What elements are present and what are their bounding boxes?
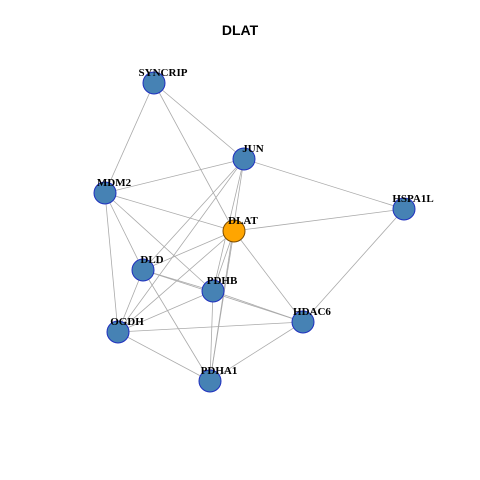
edge-syncrip-jun (153, 82, 245, 160)
node-label-ogdh: OGDH (110, 316, 144, 328)
node-circle-hdac6 (291, 310, 315, 334)
node-label-dld: DLD (140, 254, 163, 266)
node-label-hspa1l: HSPA1L (392, 193, 433, 205)
edge-ogdh-pdha1 (117, 331, 211, 382)
node-circle-pdha1 (198, 369, 222, 393)
node-label-pdha1: PDHA1 (201, 365, 238, 377)
edge-mdm2-dlat (104, 192, 235, 232)
edge-mdm2-ogdh (104, 192, 119, 333)
edge-dlat-hdac6 (233, 230, 304, 323)
node-circle-dlat (222, 219, 246, 243)
edge-dlat-ogdh (117, 230, 235, 333)
edge-layer (104, 82, 405, 382)
node-circle-mdm2 (93, 181, 117, 205)
node-circle-pdhb (201, 279, 225, 303)
edge-hspa1l-dlat (233, 208, 405, 232)
node-label-jun: JUN (242, 143, 263, 155)
node-label-dlat: DLAT (228, 215, 258, 227)
node-label-hdac6: HDAC6 (293, 306, 331, 318)
edge-jun-hspa1l (243, 158, 405, 210)
edge-dlat-dld (142, 230, 235, 271)
node-mdm2: MDM2 (93, 177, 132, 205)
edge-hdac6-pdha1 (209, 321, 304, 382)
edge-syncrip-mdm2 (104, 82, 155, 194)
node-circle-dld (131, 258, 155, 282)
edge-jun-dld (142, 158, 245, 271)
node-pdhb: PDHB (201, 275, 238, 303)
edge-mdm2-dld (104, 192, 144, 271)
node-dld: DLD (131, 254, 164, 282)
figure-title: DLAT (221, 22, 259, 38)
edge-pdhb-pdha1 (209, 290, 214, 382)
edge-syncrip-dlat (153, 82, 235, 232)
node-circle-ogdh (106, 320, 130, 344)
node-circle-syncrip (142, 71, 166, 95)
edge-hdac6-ogdh (117, 321, 304, 333)
node-hspa1l: HSPA1L (392, 193, 434, 221)
node-dlat: DLAT (222, 215, 259, 243)
edge-dld-pdha1 (142, 269, 211, 382)
edge-hspa1l-hdac6 (302, 208, 405, 323)
node-label-pdhb: PDHB (207, 275, 238, 287)
node-jun: JUN (232, 143, 264, 171)
edge-jun-mdm2 (104, 158, 245, 194)
edge-dlat-pdha1 (209, 230, 235, 382)
edge-pdhb-hdac6 (212, 290, 304, 323)
node-circle-hspa1l (392, 197, 416, 221)
edge-jun-ogdh (117, 158, 245, 333)
edge-mdm2-pdhb (104, 192, 214, 292)
node-ogdh: OGDH (106, 316, 144, 344)
edge-pdhb-ogdh (117, 290, 214, 333)
node-syncrip: SYNCRIP (139, 67, 188, 95)
node-hdac6: HDAC6 (291, 306, 331, 334)
node-circle-jun (232, 147, 256, 171)
node-label-syncrip: SYNCRIP (139, 67, 188, 79)
node-label-mdm2: MDM2 (97, 177, 132, 189)
node-pdha1: PDHA1 (198, 365, 238, 393)
